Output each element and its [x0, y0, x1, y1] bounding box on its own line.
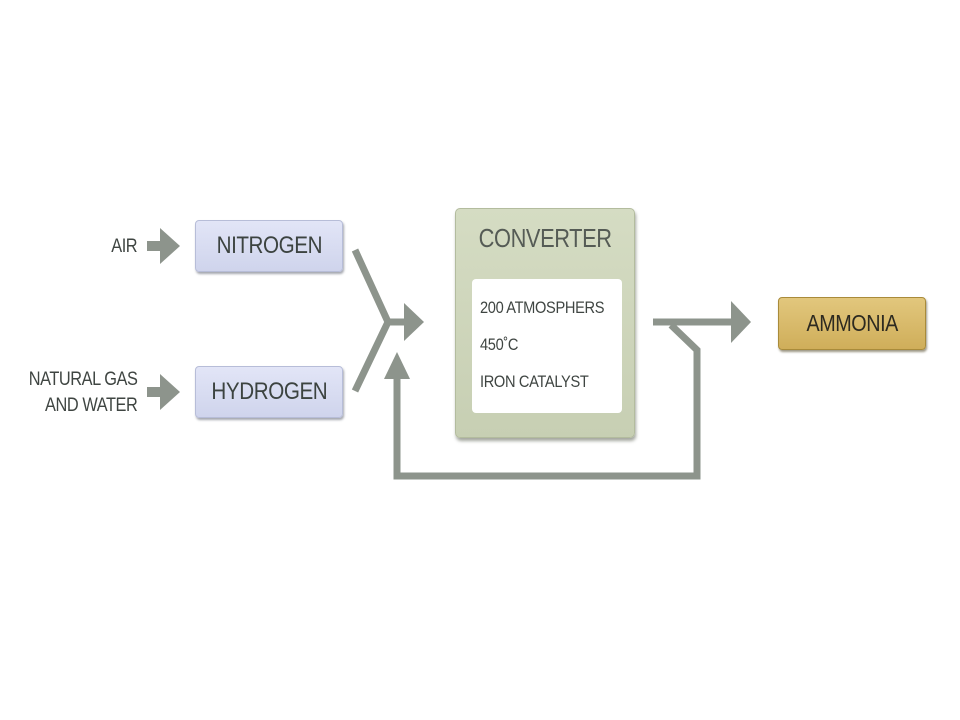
natural-gas-label: NATURAL GAS: [28, 369, 137, 390]
and-water-label: AND WATER: [44, 395, 138, 416]
recycle-loop: [393, 322, 701, 480]
catalyst-condition: IRON CATALYST: [480, 372, 589, 391]
nitrogen-box: NITROGEN: [195, 220, 343, 272]
air-label: AIR: [111, 236, 137, 257]
air-input-arrow: [147, 228, 180, 264]
temperature-condition: 450˚C: [480, 335, 519, 354]
converter-title-text: CONVERTER: [478, 223, 612, 253]
ammonia-label: AMMONIA: [806, 310, 898, 336]
conditions-panel: 200 ATMOSPHERS 450˚C IRON CATALYST: [472, 279, 622, 413]
hydrogen-box: HYDROGEN: [195, 366, 343, 418]
ammonia-arrowhead: [731, 301, 751, 343]
gas-input-arrow: [147, 374, 180, 410]
hydrogen-label: HYDROGEN: [211, 378, 327, 405]
recycle-arrowhead: [384, 352, 410, 379]
converter-title: CONVERTER: [456, 223, 634, 254]
converter-inlet-arrowhead: [404, 303, 424, 341]
ammonia-box: AMMONIA: [778, 297, 926, 350]
converter-box: CONVERTER 200 ATMOSPHERS 450˚C IRON CATA…: [455, 208, 635, 438]
nitrogen-label: NITROGEN: [216, 232, 322, 259]
pressure-condition: 200 ATMOSPHERS: [480, 298, 605, 317]
